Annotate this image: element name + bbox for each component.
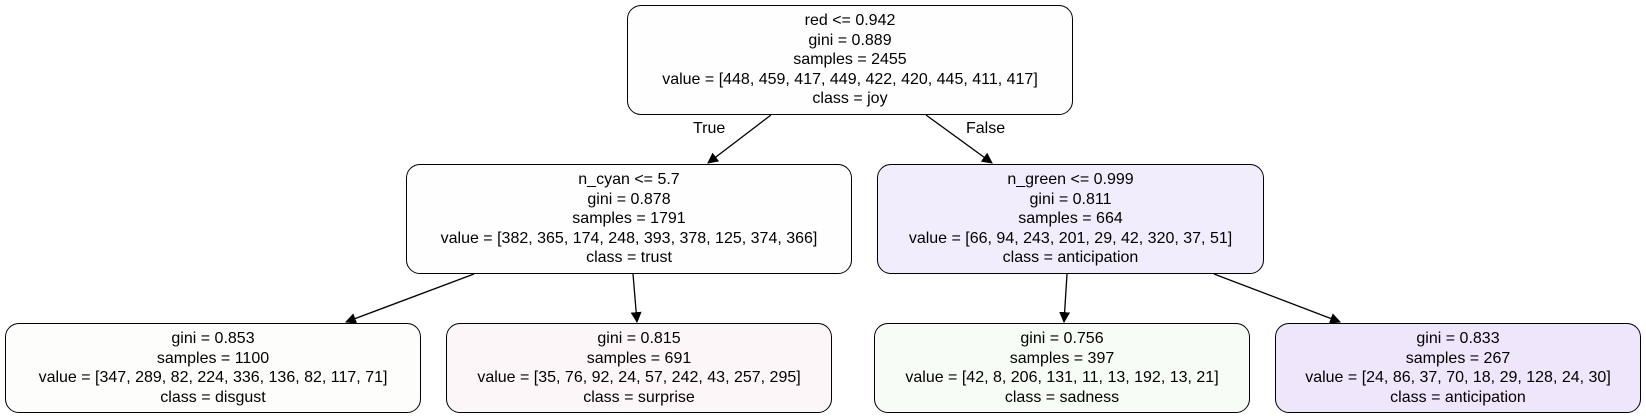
tree-node-right: n_green <= 0.999 gini = 0.811 samples = … <box>877 164 1264 274</box>
tree-leaf-sadness: gini = 0.756 samples = 397 value = [42, … <box>874 323 1250 413</box>
tree-node-root: red <= 0.942 gini = 0.889 samples = 2455… <box>627 5 1073 115</box>
tree-leaf-surprise: gini = 0.815 samples = 691 value = [35, … <box>446 323 832 413</box>
node-class: class = surprise <box>583 388 695 406</box>
edge-left-lr <box>630 273 642 324</box>
node-split-rule: red <= 0.942 <box>804 12 896 30</box>
node-split-rule: n_green <= 0.999 <box>1007 171 1134 189</box>
edge-left-ll <box>344 273 475 324</box>
node-samples: samples = 1100 <box>156 349 270 367</box>
node-gini: gini = 0.833 <box>1416 330 1500 347</box>
edge-right-rr <box>1213 273 1342 324</box>
edge-right-rl <box>1059 273 1071 324</box>
edge-label-false: False <box>966 120 1006 137</box>
tree-node-left: n_cyan <= 5.7 gini = 0.878 samples = 179… <box>406 164 852 274</box>
node-value: value = [347, 289, 82, 224, 336, 136, 82… <box>38 369 388 386</box>
node-value: value = [448, 459, 417, 449, 422, 420, 4… <box>662 70 1038 88</box>
node-class: class = joy <box>812 90 888 108</box>
node-value: value = [382, 365, 174, 248, 393, 378, 1… <box>440 229 818 247</box>
node-samples: samples = 691 <box>586 349 692 367</box>
node-gini: gini = 0.815 <box>597 330 681 347</box>
node-value: value = [35, 76, 92, 24, 57, 242, 43, 25… <box>477 369 801 386</box>
node-gini: gini = 0.853 <box>171 330 255 347</box>
node-gini: gini = 0.756 <box>1020 330 1104 347</box>
node-samples: samples = 664 <box>1018 210 1123 228</box>
edge-root-right <box>925 114 993 164</box>
edge-root-left <box>707 114 772 164</box>
node-value: value = [24, 86, 37, 70, 18, 29, 128, 24… <box>1305 369 1611 386</box>
tree-leaf-anticipation: gini = 0.833 samples = 267 value = [24, … <box>1275 323 1641 413</box>
edge-label-true: True <box>693 120 726 137</box>
node-value: value = [42, 8, 206, 131, 11, 13, 192, 1… <box>905 369 1219 386</box>
node-samples: samples = 1791 <box>572 210 686 228</box>
node-gini: gini = 0.889 <box>808 31 892 49</box>
node-class: class = anticipation <box>1002 249 1139 267</box>
node-samples: samples = 397 <box>1009 349 1115 367</box>
node-class: class = trust <box>586 249 672 267</box>
node-split-rule: n_cyan <= 5.7 <box>578 171 680 189</box>
node-value: value = [66, 94, 243, 201, 29, 42, 320, … <box>908 229 1233 247</box>
node-class: class = anticipation <box>1390 388 1526 406</box>
node-gini: gini = 0.878 <box>587 190 671 208</box>
node-class: class = sadness <box>1004 388 1120 406</box>
tree-leaf-disgust: gini = 0.853 samples = 1100 value = [347… <box>5 323 421 413</box>
node-gini: gini = 0.811 <box>1029 190 1112 208</box>
node-samples: samples = 2455 <box>793 51 907 69</box>
node-samples: samples = 267 <box>1405 349 1511 367</box>
node-class: class = disgust <box>160 388 266 406</box>
